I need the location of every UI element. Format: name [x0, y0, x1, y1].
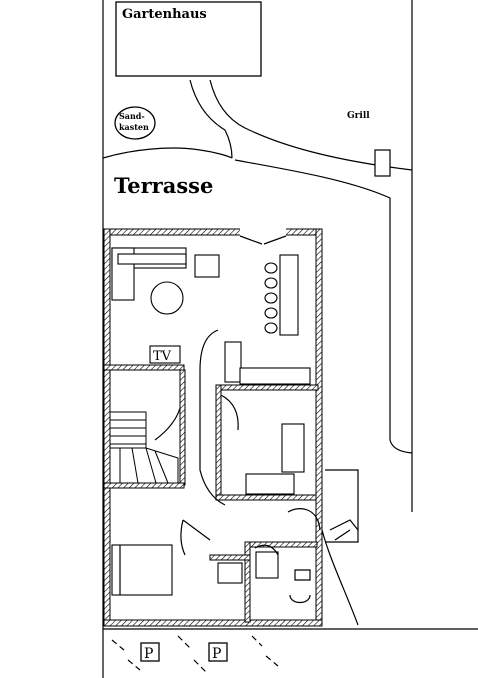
grill-label: Grill: [347, 111, 370, 121]
wall-kitchen-bottom: [215, 494, 317, 501]
sandkasten-label-line1: Sand-: [119, 111, 145, 121]
wall-living-bottom-left: [103, 364, 185, 371]
wall-kitchen-left: [215, 384, 222, 496]
wall-living-bottom-right: [217, 384, 319, 391]
hallway-wall: [199, 329, 226, 506]
coffee-table: [150, 281, 184, 315]
wall-top: [103, 228, 323, 236]
side-porch-step: [334, 529, 351, 541]
tv-box: [149, 345, 181, 364]
bathtub: [255, 551, 279, 579]
parking-sign-2-label: P: [212, 646, 221, 662]
wall-left-upper: [103, 228, 111, 625]
dining-chair-2: [264, 277, 278, 289]
gartenhaus-building: [115, 1, 262, 77]
sandkasten-circle: [114, 106, 156, 140]
wc-sink: [217, 562, 243, 584]
door-opening-top: [240, 228, 286, 236]
wall-stair-bottom: [103, 482, 185, 489]
kitchen-door-swing: [220, 394, 239, 431]
wc-fixture: [289, 569, 311, 604]
staircase: [109, 411, 179, 484]
wall-stair-right: [179, 369, 186, 486]
parking-stripe-3: [251, 635, 279, 667]
bath-door-swing: [254, 544, 279, 556]
parking-sign-1-box: [140, 642, 160, 662]
wall-bath-top: [244, 541, 318, 548]
sandkasten-label-line2: kasten: [119, 122, 149, 132]
garden-path-top: [189, 79, 233, 159]
sideboard-counter: [239, 367, 311, 385]
wall-bath-left: [244, 541, 251, 623]
garden-edge-right: [321, 529, 359, 626]
garden-path-right: [209, 79, 413, 171]
dining-table: [279, 254, 299, 336]
entrance-door-swing: [287, 508, 321, 531]
wall-wc-divider: [209, 554, 251, 561]
wall-right: [315, 228, 323, 625]
stair-door-swing: [154, 407, 181, 441]
dining-chair-1: [264, 262, 278, 274]
sideboard: [224, 341, 242, 383]
dining-chair-4: [264, 307, 278, 319]
dining-chair-5: [264, 322, 278, 334]
parking-stripe-2: [177, 635, 207, 673]
parking-stripe-1: [111, 639, 141, 671]
garden-path-left: [102, 147, 233, 159]
terrasse-label: Terrasse: [114, 173, 213, 198]
parking-sign-2-box: [208, 642, 228, 662]
parking-sign-1-label: P: [144, 646, 153, 662]
bed: [111, 544, 173, 596]
wall-bottom: [103, 619, 323, 627]
dining-chair-3: [264, 292, 278, 304]
terrace-edge: [234, 159, 413, 454]
tv-label: TV: [153, 349, 172, 364]
side-porch: [325, 469, 359, 543]
armchair: [194, 254, 220, 278]
grill-box: [374, 149, 391, 177]
kitchen-counter-right: [281, 423, 305, 473]
bedroom-door-swing: [180, 519, 211, 556]
kitchen-counter-bottom: [245, 473, 295, 495]
sofa-seat: [117, 253, 187, 265]
gartenhaus-label: Gartenhaus: [122, 7, 207, 22]
door-swing-top: [239, 235, 287, 245]
